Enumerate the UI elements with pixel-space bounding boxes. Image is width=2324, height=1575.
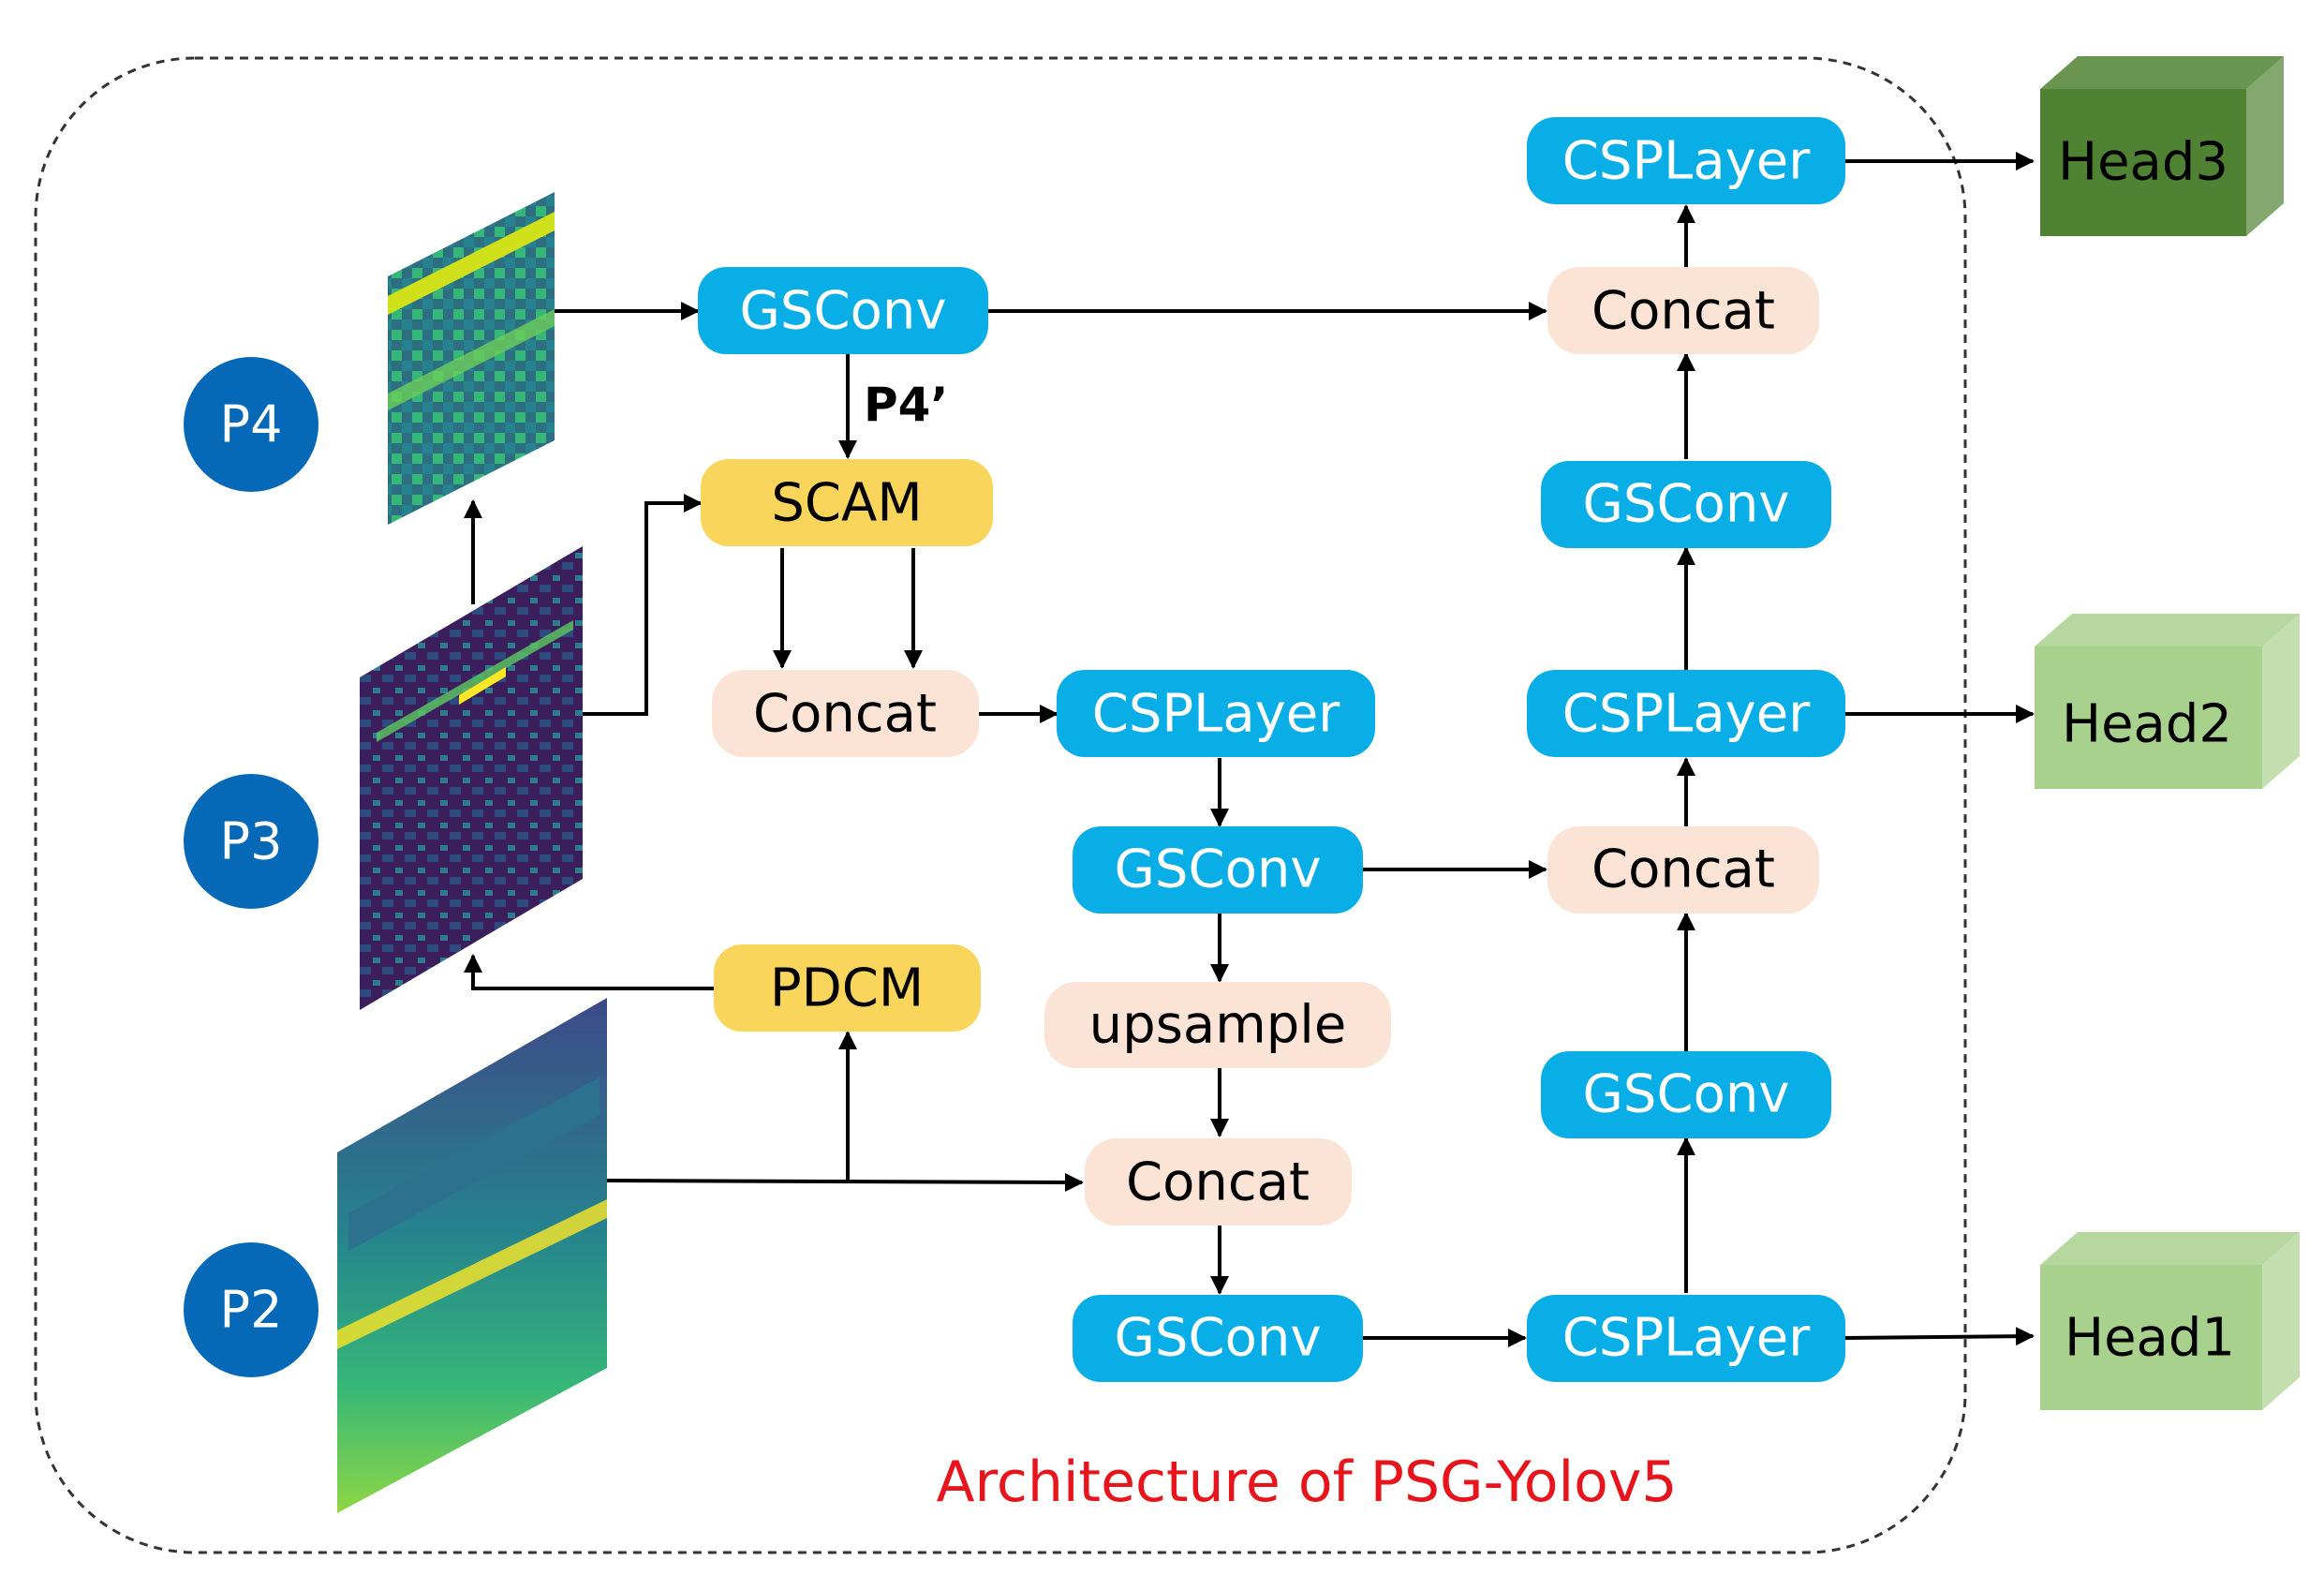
level-label: P4 — [220, 395, 283, 454]
node-gsconv-r1: GSConv — [1541, 461, 1831, 548]
node-label: CSPLayer — [1562, 131, 1812, 192]
node-label: GSConv — [1583, 474, 1790, 535]
node-label: GSConv — [740, 281, 947, 342]
feature-map-p2 — [337, 998, 607, 1513]
level-circle — [184, 1242, 318, 1377]
edge-p3-to-scam — [583, 494, 703, 716]
node-label: CSPLayer — [1562, 684, 1812, 745]
edges — [464, 152, 2035, 1347]
node-label: Concat — [1126, 1152, 1310, 1213]
edge-pdcm-to-p3 — [464, 954, 714, 990]
node-box — [1085, 1138, 1352, 1226]
node-csplayer-top: CSPLayer — [1527, 117, 1845, 204]
head-side — [2262, 614, 2300, 789]
node-label: PDCM — [770, 958, 924, 1019]
edge-p2-to-concat — [606, 1172, 1084, 1192]
node-box — [701, 459, 993, 546]
node-pdcm: PDCM — [714, 944, 981, 1032]
node-box — [1527, 1295, 1845, 1382]
diagram-title: Architecture of PSG-Yolov5 — [936, 1449, 1677, 1515]
node-gsconv-mid: GSConv — [1073, 826, 1363, 914]
head-top — [2040, 1232, 2300, 1265]
node-box — [714, 944, 981, 1032]
level-circle — [184, 357, 318, 492]
feature-map-p4 — [388, 192, 555, 525]
head-front — [2035, 646, 2262, 789]
node-box — [1541, 461, 1831, 548]
head-label: Head3 — [2058, 132, 2228, 193]
head-front — [2040, 1265, 2262, 1410]
head-top — [2035, 614, 2300, 646]
head2-block: Head2 — [2035, 614, 2300, 789]
node-gsconv-low: GSConv — [1073, 1295, 1363, 1382]
level-p3: P3 — [184, 774, 318, 909]
node-label: upsample — [1089, 995, 1347, 1056]
head3-block: Head3 — [2040, 56, 2284, 236]
node-label: Concat — [753, 684, 937, 745]
node-box — [1527, 117, 1845, 204]
node-box — [1057, 670, 1375, 757]
node-label: Concat — [1591, 840, 1775, 900]
head-label: Head1 — [2065, 1308, 2235, 1369]
node-box — [1073, 826, 1363, 914]
node-concat-low: Concat — [1085, 1138, 1352, 1226]
head-side — [2246, 56, 2284, 236]
head-side — [2262, 1232, 2300, 1410]
node-box — [1541, 1051, 1831, 1138]
node-upsample: upsample — [1044, 982, 1391, 1068]
node-gsconv-p4: GSConv — [698, 267, 988, 354]
node-concat-scam: Concat — [712, 670, 979, 757]
feature-map-p3 — [360, 546, 583, 1010]
level-label: P3 — [220, 812, 283, 871]
node-label: CSPLayer — [1092, 684, 1341, 745]
node-label: CSPLayer — [1562, 1308, 1812, 1369]
node-box — [1073, 1295, 1363, 1382]
node-scam: SCAM — [701, 459, 993, 546]
level-circle — [184, 774, 318, 909]
node-label: SCAM — [771, 473, 922, 534]
edge-to-head1 — [1844, 1327, 2035, 1346]
head-front — [2040, 89, 2246, 236]
level-p2: P2 — [184, 1242, 318, 1377]
node-box — [698, 267, 988, 354]
node-label: GSConv — [1583, 1064, 1790, 1125]
level-p4: P4 — [184, 357, 318, 492]
network-frame — [34, 56, 1967, 1554]
head-label: Head2 — [2062, 694, 2232, 755]
node-box — [1044, 982, 1391, 1068]
node-gsconv-r3: GSConv — [1541, 1051, 1831, 1138]
p4-prime-label: P4’ — [864, 378, 948, 432]
node-label: Concat — [1591, 281, 1775, 342]
node-label: GSConv — [1115, 1308, 1322, 1369]
node-box — [1547, 826, 1819, 914]
node-box — [1527, 670, 1845, 757]
node-csplayer-r4: CSPLayer — [1527, 1295, 1845, 1382]
node-box — [712, 670, 979, 757]
head-top — [2040, 56, 2284, 89]
node-label: GSConv — [1115, 840, 1322, 900]
node-box — [1547, 267, 1819, 354]
head1-block: Head1 — [2040, 1232, 2300, 1410]
node-concat-top: Concat — [1547, 267, 1819, 354]
node-csplayer-mid: CSPLayer — [1057, 670, 1375, 757]
node-concat-r2: Concat — [1547, 826, 1819, 914]
level-label: P2 — [220, 1281, 283, 1340]
node-csplayer-r2: CSPLayer — [1527, 670, 1845, 757]
